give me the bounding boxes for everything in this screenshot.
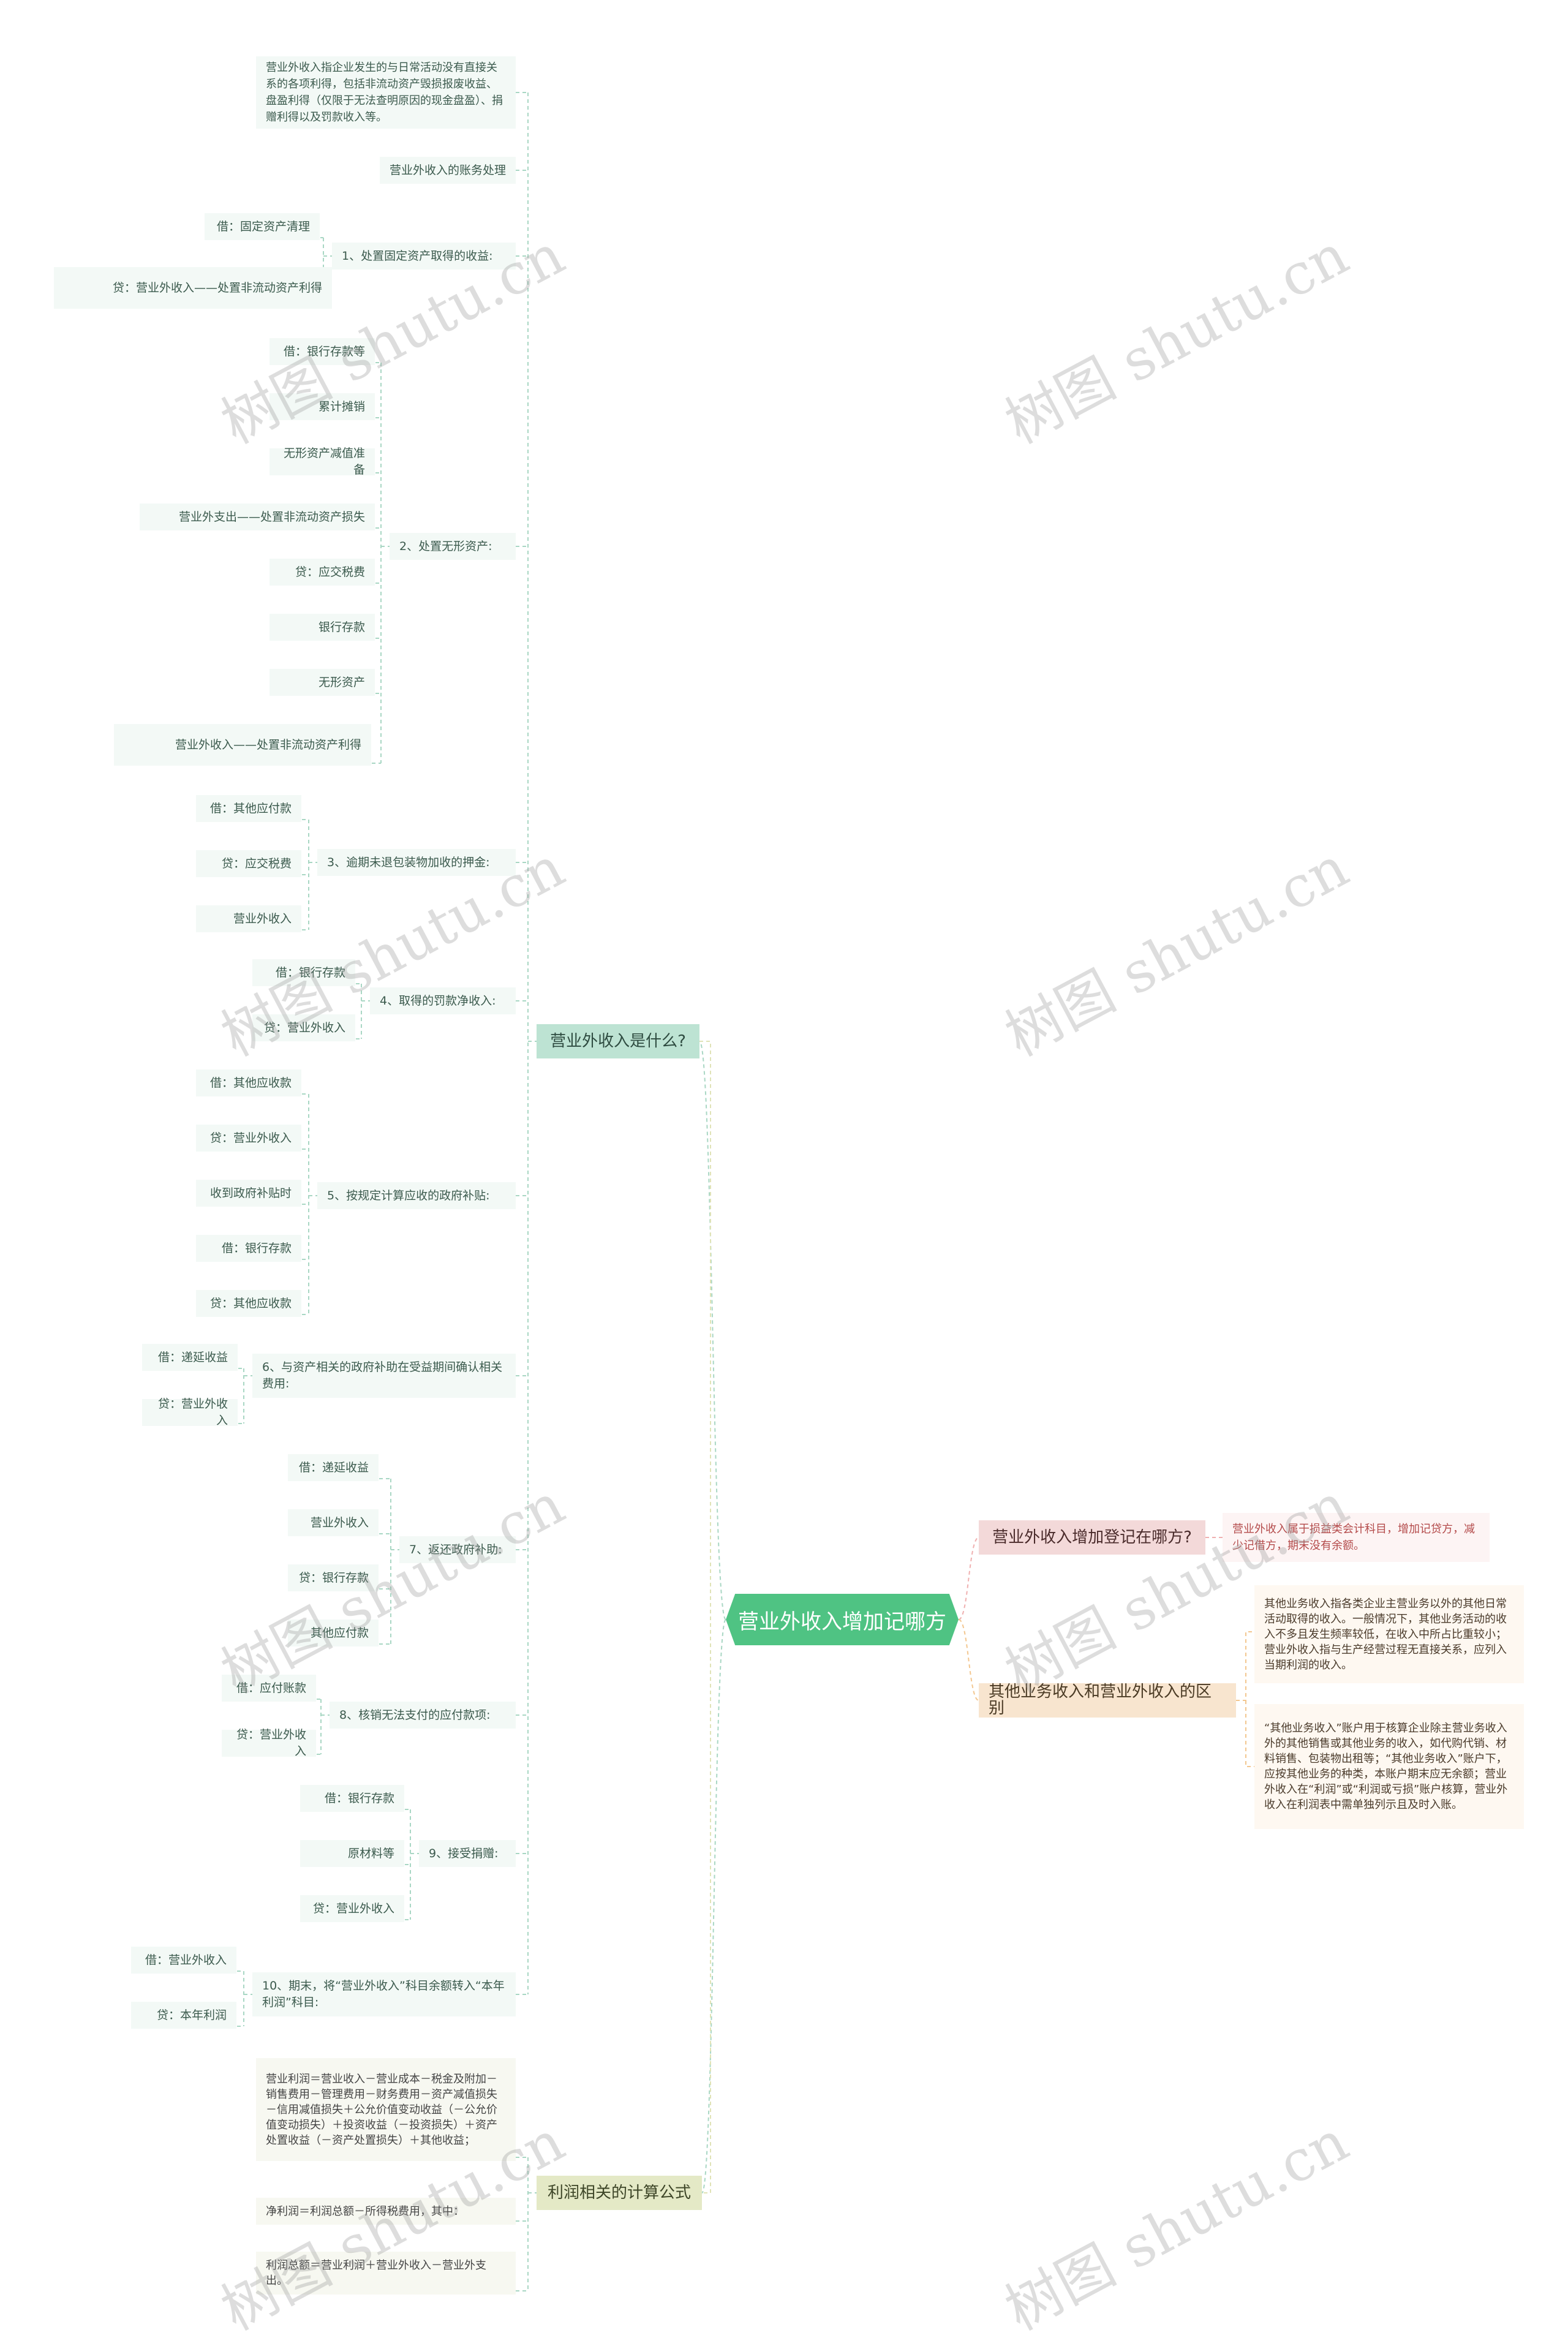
entry-4-2[interactable]: 贷：营业外收入 (252, 1014, 355, 1041)
difference-note-1[interactable]: 其他业务收入指各类企业主营业务以外的其他日常活动取得的收入。一般情况下，其他业务… (1254, 1585, 1524, 1683)
formula-2[interactable]: 净利润＝利润总额－所得税费用，其中： (256, 2198, 516, 2225)
entry-2-8[interactable]: 营业外收入——处置非流动资产利得 (114, 724, 371, 766)
entry-2-2[interactable]: 累计摊销 (270, 393, 375, 420)
account-group-8[interactable]: 8、核销无法支付的应付款项: (330, 1702, 516, 1729)
entry-7-3[interactable]: 贷：银行存款 (288, 1564, 379, 1591)
entry-9-1[interactable]: 借：银行存款 (300, 1785, 404, 1812)
connector (1245, 1700, 1254, 1767)
entry-8-1[interactable]: 借：应付账款 (222, 1675, 316, 1702)
entry-3-3[interactable]: 营业外收入 (196, 905, 301, 932)
branch-what-is[interactable]: 营业外收入是什么? (537, 1024, 699, 1058)
entry-3-2[interactable]: 贷：应交税费 (196, 850, 301, 877)
entry-5-4[interactable]: 借：银行存款 (196, 1235, 301, 1262)
formula-1[interactable]: 营业利润＝营业收入－营业成本－税金及附加－销售费用－管理费用－财务费用－资产减值… (256, 2058, 516, 2161)
account-group-6[interactable]: 6、与资产相关的政府补助在受益期间确认相关费用: (252, 1354, 516, 1398)
connector (1236, 1631, 1254, 1701)
entry-5-5[interactable]: 贷：其他应收款 (196, 1290, 301, 1317)
account-group-4[interactable]: 4、取得的罚款净收入: (370, 987, 516, 1014)
connector (701, 1619, 726, 2193)
entry-5-1[interactable]: 借：其他应收款 (196, 1069, 301, 1096)
entry-5-2[interactable]: 贷：营业外收入 (196, 1125, 301, 1152)
accounting-note[interactable]: 营业外收入的账务处理 (380, 157, 516, 184)
account-group-3[interactable]: 3、逾期未退包装物加收的押金: (317, 849, 516, 876)
entry-4-1[interactable]: 借：银行存款 (252, 959, 355, 986)
question-answer[interactable]: 营业外收入属于损益类会计科目，增加记贷方，减少记借方，期末没有余额。 (1223, 1513, 1490, 1562)
entry-8-2[interactable]: 贷：营业外收入 (222, 1728, 316, 1758)
formula-3[interactable]: 利润总额＝营业利润＋营业外收入－营业外支出。 (256, 2252, 516, 2295)
connector (699, 1041, 711, 2193)
account-group-7[interactable]: 7、返还政府补助: (399, 1536, 516, 1563)
entry-3-1[interactable]: 借：其他应付款 (196, 795, 301, 822)
entry-10-1[interactable]: 借：营业外收入 (131, 1947, 236, 1974)
account-group-10[interactable]: 10、期末，将“营业外收入”科目余额转入“本年利润”科目: (252, 1972, 516, 2016)
root-topic[interactable]: 营业外收入增加记哪方 (726, 1594, 959, 1645)
entry-6-2[interactable]: 贷：营业外收入 (142, 1397, 238, 1427)
difference-note-2[interactable]: “其他业务收入”账户用于核算企业除主营业务收入外的其他销售或其他业务的收入，如代… (1254, 1704, 1524, 1829)
account-group-5[interactable]: 5、按规定计算应收的政府补贴: (317, 1182, 516, 1209)
account-group-9[interactable]: 9、接受捐赠: (419, 1840, 516, 1867)
entry-2-1[interactable]: 借：银行存款等 (270, 338, 375, 365)
branch-difference[interactable]: 其他业务收入和营业外收入的区别 (979, 1683, 1236, 1718)
connector (958, 1619, 979, 1701)
entry-9-2[interactable]: 原材料等 (300, 1840, 404, 1867)
connector (958, 1537, 979, 1620)
entry-9-3[interactable]: 贷：营业外收入 (300, 1895, 404, 1922)
entry-7-1[interactable]: 借：递延收益 (288, 1454, 379, 1481)
entry-2-3[interactable]: 无形资产减值准备 (270, 447, 375, 477)
entry-7-2[interactable]: 营业外收入 (288, 1509, 379, 1536)
entry-5-3[interactable]: 收到政府补贴时 (196, 1180, 301, 1207)
entry-2-6[interactable]: 银行存款 (270, 614, 375, 641)
entry-2-7[interactable]: 无形资产 (270, 669, 375, 696)
entry-7-4[interactable]: 其他应付款 (288, 1620, 379, 1646)
entry-6-1[interactable]: 借：递延收益 (142, 1344, 238, 1371)
connector (699, 1041, 726, 1620)
definition-note[interactable]: 营业外收入指企业发生的与日常活动没有直接关系的各项利得，包括非流动资产毁损报废收… (256, 56, 516, 129)
entry-2-4[interactable]: 营业外支出——处置非流动资产损失 (140, 504, 375, 530)
account-group-2[interactable]: 2、处置无形资产: (390, 533, 516, 560)
entry-2-5[interactable]: 贷：应交税费 (270, 559, 375, 586)
entry-1-2[interactable]: 贷：营业外收入——处置非流动资产利得 (54, 267, 332, 309)
branch-formula[interactable]: 利润相关的计算公式 (537, 2176, 702, 2210)
entry-10-2[interactable]: 贷：本年利润 (131, 2002, 236, 2029)
entry-1-1[interactable]: 借：固定资产清理 (205, 213, 320, 240)
account-group-1[interactable]: 1、处置固定资产取得的收益: (332, 243, 516, 270)
branch-question[interactable]: 营业外收入增加登记在哪方? (979, 1520, 1205, 1555)
